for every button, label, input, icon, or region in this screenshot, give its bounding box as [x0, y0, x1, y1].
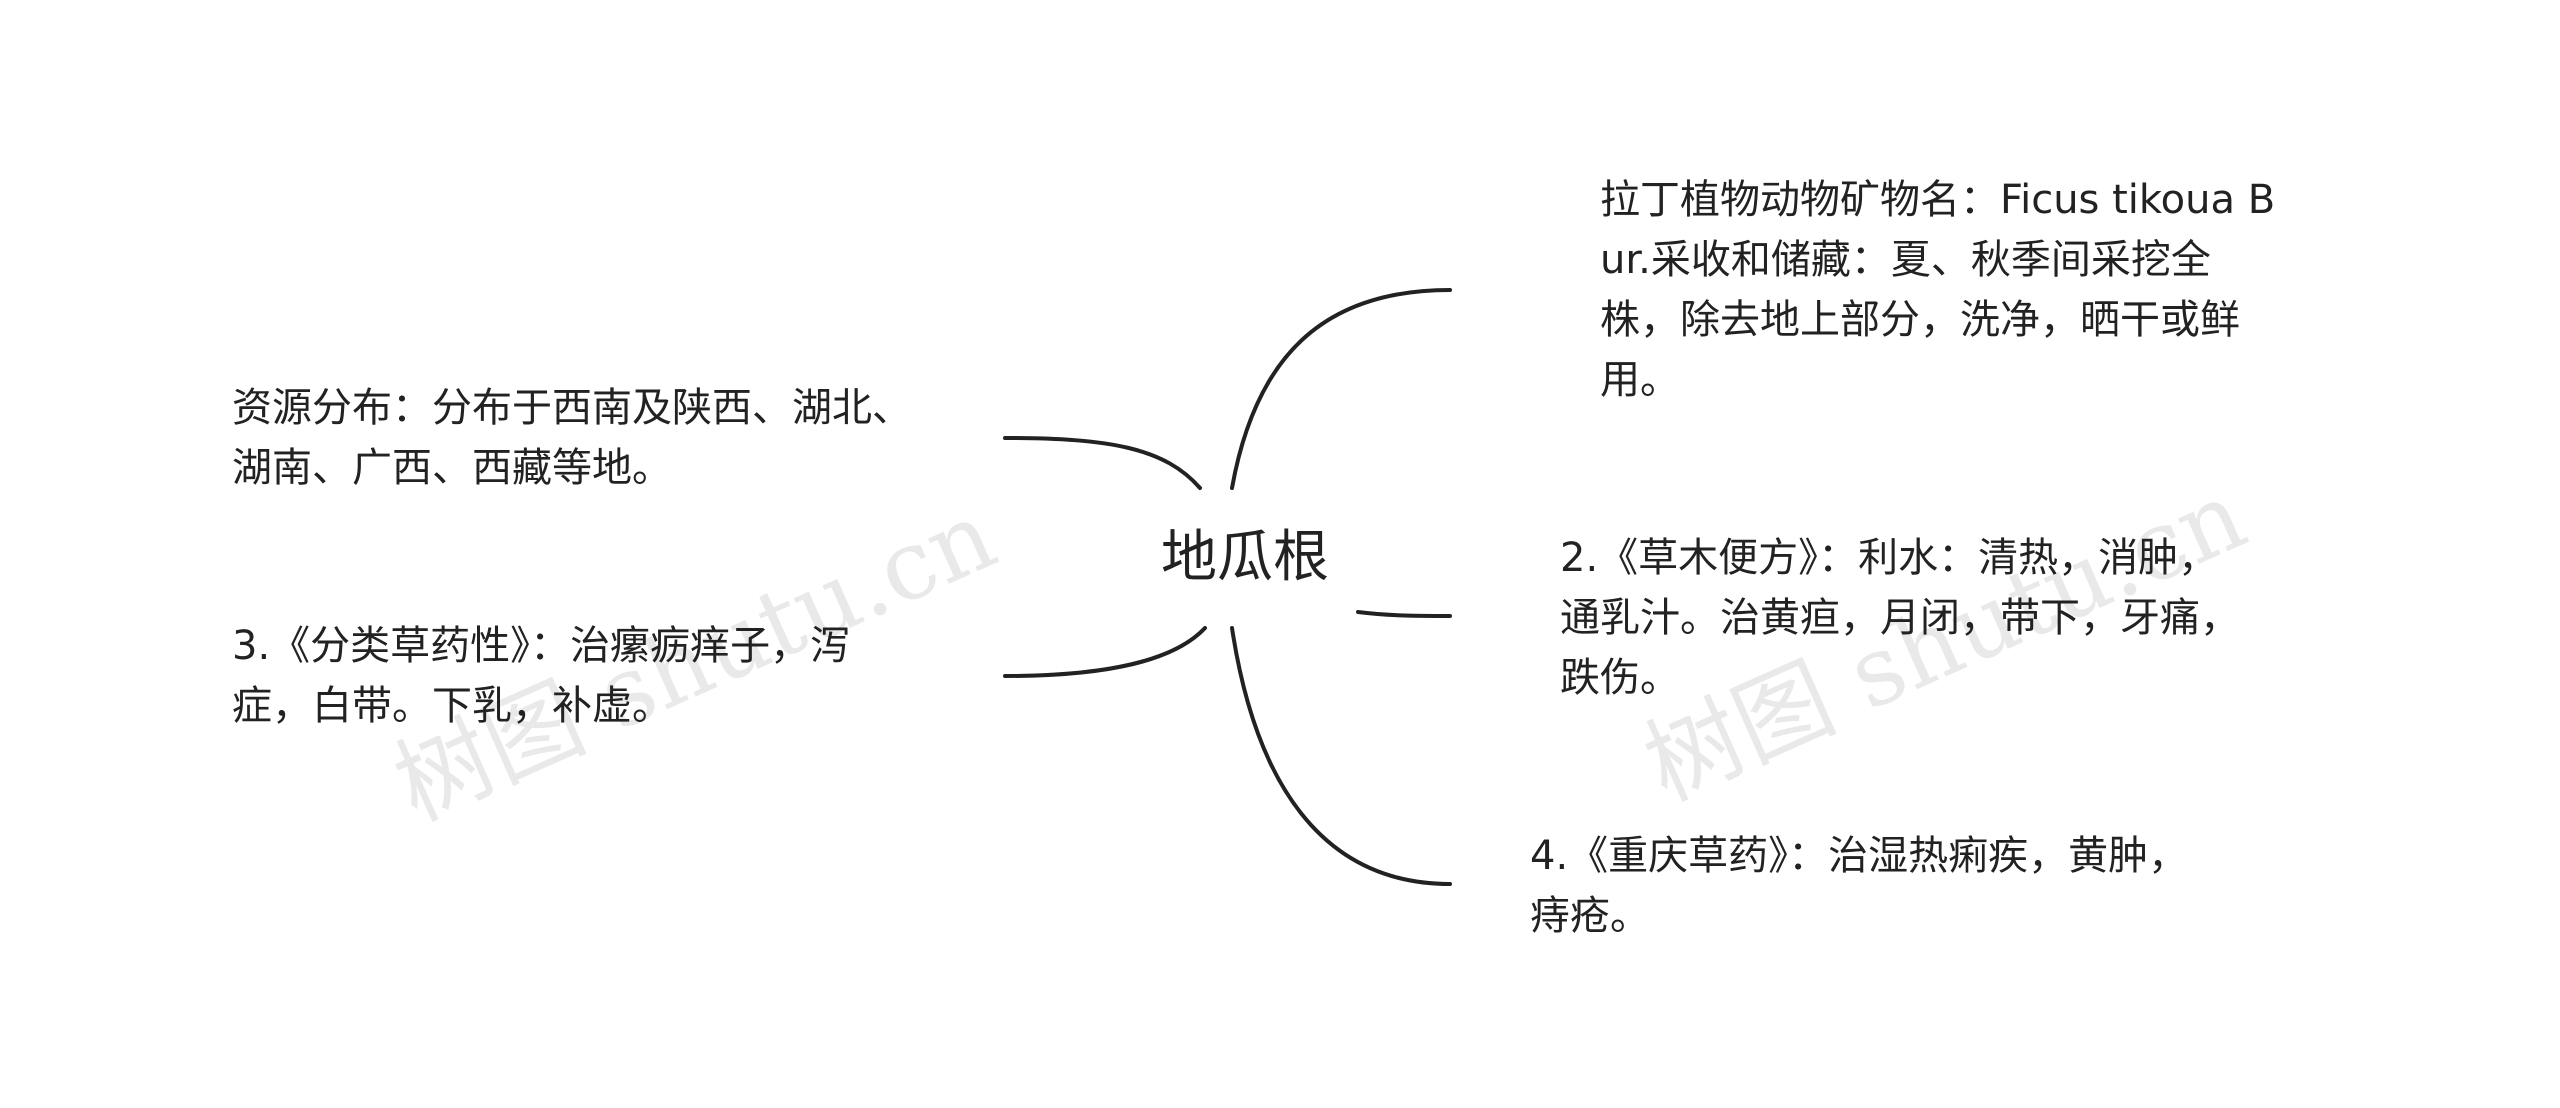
center-topic[interactable]: 地瓜根: [1161, 525, 1329, 590]
connector-chongqing: [1230, 626, 1452, 886]
branch-chongqing-caoyao[interactable]: 4.《重庆草药》：治湿热痢疾，黄肿，痔疮。: [1530, 833, 2189, 939]
connector-latin: [1230, 288, 1452, 490]
connector-classification: [1003, 626, 1207, 678]
branch-caomu-bianfang[interactable]: 2.《草木便方》：利水：清热，消肿，通乳汁。治黄疸，月闭，带下，牙痛，跌伤。: [1560, 535, 2240, 701]
branch-latin-name[interactable]: 拉丁植物动物矿物名：Ficus tikoua Bur.采收和储藏：夏、秋季间采挖…: [1600, 177, 2276, 403]
branch-classification[interactable]: 3.《分类草药性》：治瘰疬痒子，泻症，白带。下乳，补虚。: [232, 623, 851, 729]
connector-caomu: [1356, 610, 1452, 618]
branch-distribution[interactable]: 资源分布：分布于西南及陕西、湖北、湖南、广西、西藏等地。: [232, 385, 912, 491]
connector-distribution: [1003, 436, 1202, 490]
